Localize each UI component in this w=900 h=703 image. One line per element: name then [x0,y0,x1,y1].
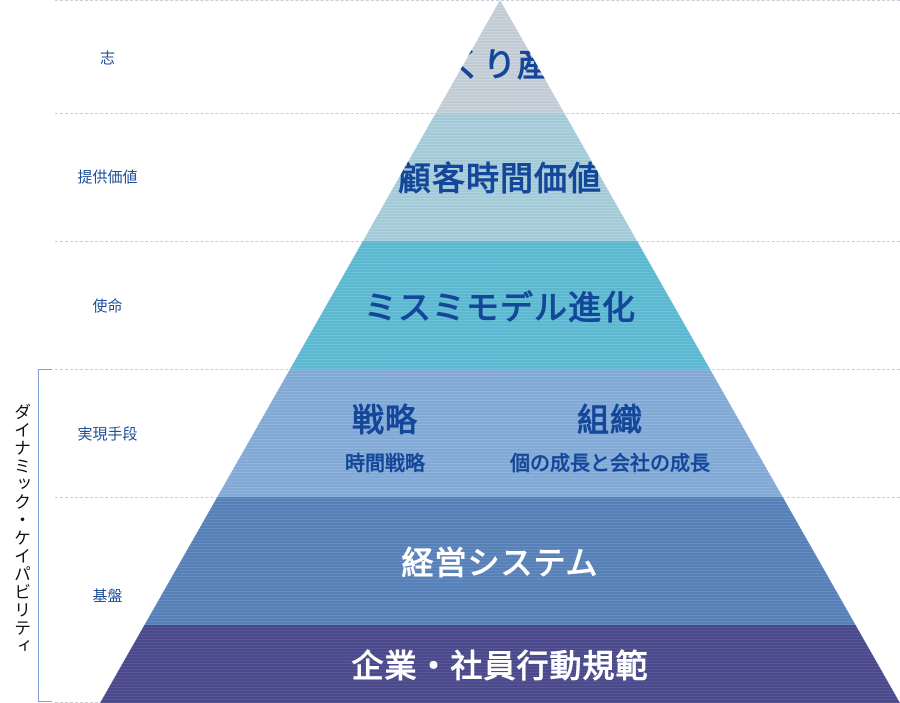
organization-title: 組織 [576,401,643,439]
value-text: 顧客時間価値 [398,159,602,198]
pyramid: ものづくり産業基盤 顧客時間価値 ミスミモデル進化 戦略 時間戦略 組織 個の成… [100,0,900,703]
side-label-means: 実現手段 [77,425,138,443]
divider [55,0,900,1]
layer-system: 経営システム [100,497,900,625]
side-label-foundation: 基盤 [92,587,123,605]
layer-means: 戦略 時間戦略 組織 個の成長と会社の成長 [100,369,900,497]
side-label-vision: 志 [99,49,115,67]
layer-value: 顧客時間価値 [100,113,900,241]
strategy-block: 戦略 時間戦略 [315,395,455,476]
mission-text: ミスミモデル進化 [364,288,636,327]
layer-code: 企業・社員行動規範 [100,625,900,703]
strategy-title: 戦略 [351,401,418,439]
organization-sub: 個の成長と会社の成長 [510,451,710,475]
side-label-mission: 使命 [92,297,123,315]
layer-mission: ミスミモデル進化 [100,241,900,369]
dynamic-capability-label: ダイナミック・ケイパビリティ [10,403,30,655]
side-label-value: 提供価値 [77,168,138,186]
layer-vision: ものづくり産業基盤 [100,0,900,113]
vision-text: ものづくり産業基盤 [347,44,653,84]
system-text: 経営システム [401,544,599,582]
code-text: 企業・社員行動規範 [351,647,649,685]
capability-bracket [38,369,52,702]
strategy-sub: 時間戦略 [345,451,425,475]
organization-block: 組織 個の成長と会社の成長 [480,395,740,476]
